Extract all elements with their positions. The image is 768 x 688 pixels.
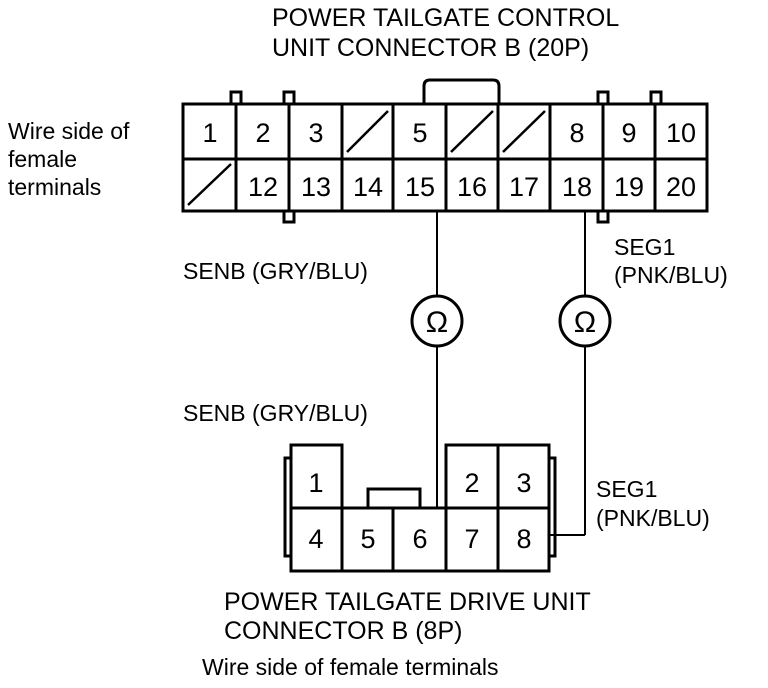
ohmmeter-circle <box>410 294 464 348</box>
pin-1: 1 <box>202 118 217 148</box>
top-connector-key <box>596 90 610 106</box>
bottom-side-label: Wire side of female terminals <box>202 654 499 680</box>
empty-cavity-mark <box>346 110 389 153</box>
pin-8: 8 <box>516 524 531 554</box>
pin-2: 2 <box>464 468 479 498</box>
senb-upper-label: SENB (GRY/BLU) <box>183 258 368 284</box>
ohm-icon: Ω <box>574 306 596 339</box>
seg1-upper-label-line1: SEG1 <box>614 234 675 260</box>
senb-lower-label: SENB (GRY/BLU) <box>183 400 368 426</box>
top-connector-key <box>282 90 296 106</box>
wires <box>436 211 586 536</box>
top-connector-title-line1: POWER TAILGATE CONTROL <box>272 4 619 32</box>
top-connector-lock-tab <box>422 78 501 104</box>
seg1-lower-label-line2: (PNK/BLU) <box>596 505 710 531</box>
bottom-connector-lock-tab <box>366 487 422 508</box>
pin-16: 16 <box>457 172 487 202</box>
pin-9: 9 <box>621 118 636 148</box>
top-connector <box>181 78 709 224</box>
pin-20: 20 <box>666 172 696 202</box>
pin-18: 18 <box>562 172 592 202</box>
ohmmeter-right: Ω <box>558 294 612 348</box>
top-side-label-line2: female <box>8 146 77 172</box>
pin-14: 14 <box>353 172 383 202</box>
pin-8: 8 <box>569 118 584 148</box>
top-side-label-line3: terminals <box>8 174 101 200</box>
top-connector-pins: 1 2 3 5 8 9 10 12 13 14 15 16 17 18 19 2… <box>202 118 696 202</box>
pin-6: 6 <box>412 524 427 554</box>
seg1-lower-label-line1: SEG1 <box>596 476 657 502</box>
empty-cavity-mark <box>187 163 232 206</box>
pin-7: 7 <box>464 524 479 554</box>
bottom-connector-pins: 1 2 3 4 5 6 7 8 <box>308 468 531 554</box>
top-connector-key <box>229 90 243 106</box>
pin-19: 19 <box>614 172 644 202</box>
pin-2: 2 <box>255 118 270 148</box>
pin-12: 12 <box>248 172 278 202</box>
pin-17: 17 <box>509 172 539 202</box>
bottom-connector-title-line2: CONNECTOR B (8P) <box>224 617 462 645</box>
top-side-label-line1: Wire side of <box>8 118 130 144</box>
bottom-connector-title-line1: POWER TAILGATE DRIVE UNIT <box>224 588 591 616</box>
pin-10: 10 <box>666 118 696 148</box>
ohmmeter-left: Ω <box>410 294 464 348</box>
ohmmeter-circle <box>558 294 612 348</box>
pin-3: 3 <box>308 118 323 148</box>
ohm-icon: Ω <box>426 306 448 339</box>
pin-15: 15 <box>405 172 435 202</box>
empty-cavity-mark <box>502 110 546 153</box>
empty-cavity-mark <box>450 110 494 153</box>
pin-5: 5 <box>360 524 375 554</box>
pin-3: 3 <box>516 468 531 498</box>
top-connector-key <box>649 90 663 106</box>
seg1-upper-label-line2: (PNK/BLU) <box>614 262 728 288</box>
pin-5: 5 <box>412 118 427 148</box>
pin-4: 4 <box>308 524 323 554</box>
bottom-connector <box>283 443 557 573</box>
pin-13: 13 <box>301 172 331 202</box>
pin-1: 1 <box>308 468 323 498</box>
top-connector-title-line2: UNIT CONNECTOR B (20P) <box>272 34 589 62</box>
